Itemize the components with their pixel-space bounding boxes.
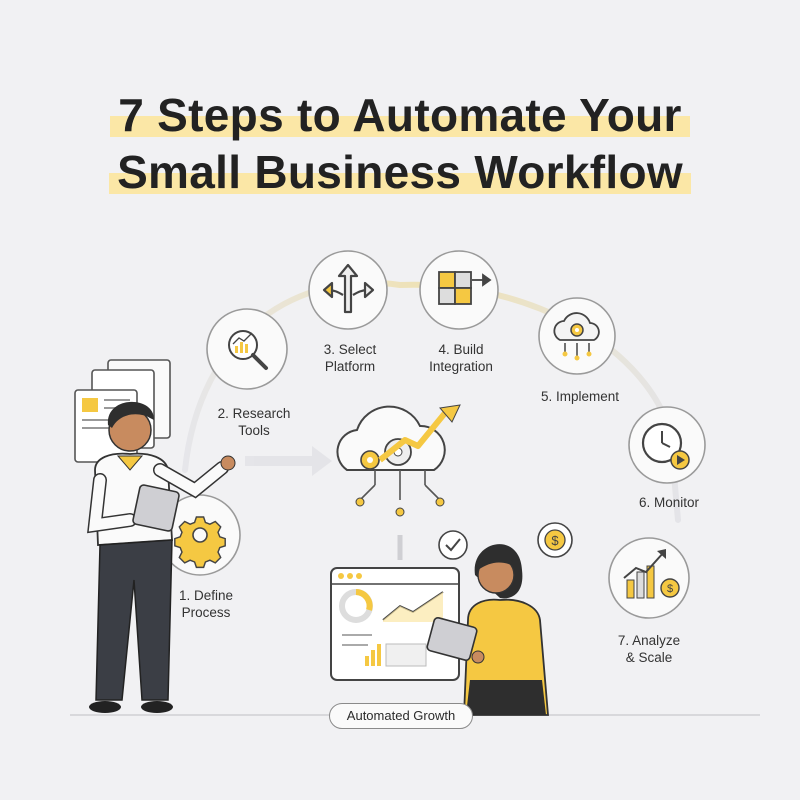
step-3-circle <box>308 250 388 330</box>
puzzle-icon <box>438 271 492 305</box>
step-2-circle <box>206 308 288 390</box>
step-7-circle: $ <box>608 537 690 619</box>
step-5-label: 5. Implement <box>540 389 620 404</box>
growth-chart-icon: $ <box>623 549 680 599</box>
step-6-circle <box>628 406 706 484</box>
split-arrows-icon <box>322 263 375 314</box>
step-7-label: 7. Analyze& Scale <box>617 633 681 665</box>
dollar-bubble-icon: $ <box>537 522 573 558</box>
gear-icon <box>174 516 226 569</box>
title-line-2: Small Business Workflow <box>0 145 800 199</box>
stopwatch-icon <box>641 422 690 470</box>
step-6-label: 6. Monitor <box>638 495 700 510</box>
woman-character: $ <box>426 522 573 716</box>
title-line-1: 7 Steps to Automate Your <box>0 88 800 142</box>
step-5-circle <box>538 297 616 375</box>
dashboard-icon <box>330 567 460 681</box>
automated-growth-pill: Automated Growth <box>329 703 473 729</box>
cloud-gear-icon <box>553 312 600 361</box>
step-4-circle <box>419 250 499 330</box>
flow-arrow <box>245 446 332 476</box>
magnifier-chart-icon <box>228 330 268 370</box>
check-bubble-icon <box>438 530 468 560</box>
svg-text:$: $ <box>551 533 559 548</box>
dollar-glyph: $ <box>667 583 673 595</box>
cloud-gears-icon <box>336 404 461 517</box>
man-character <box>74 359 236 713</box>
